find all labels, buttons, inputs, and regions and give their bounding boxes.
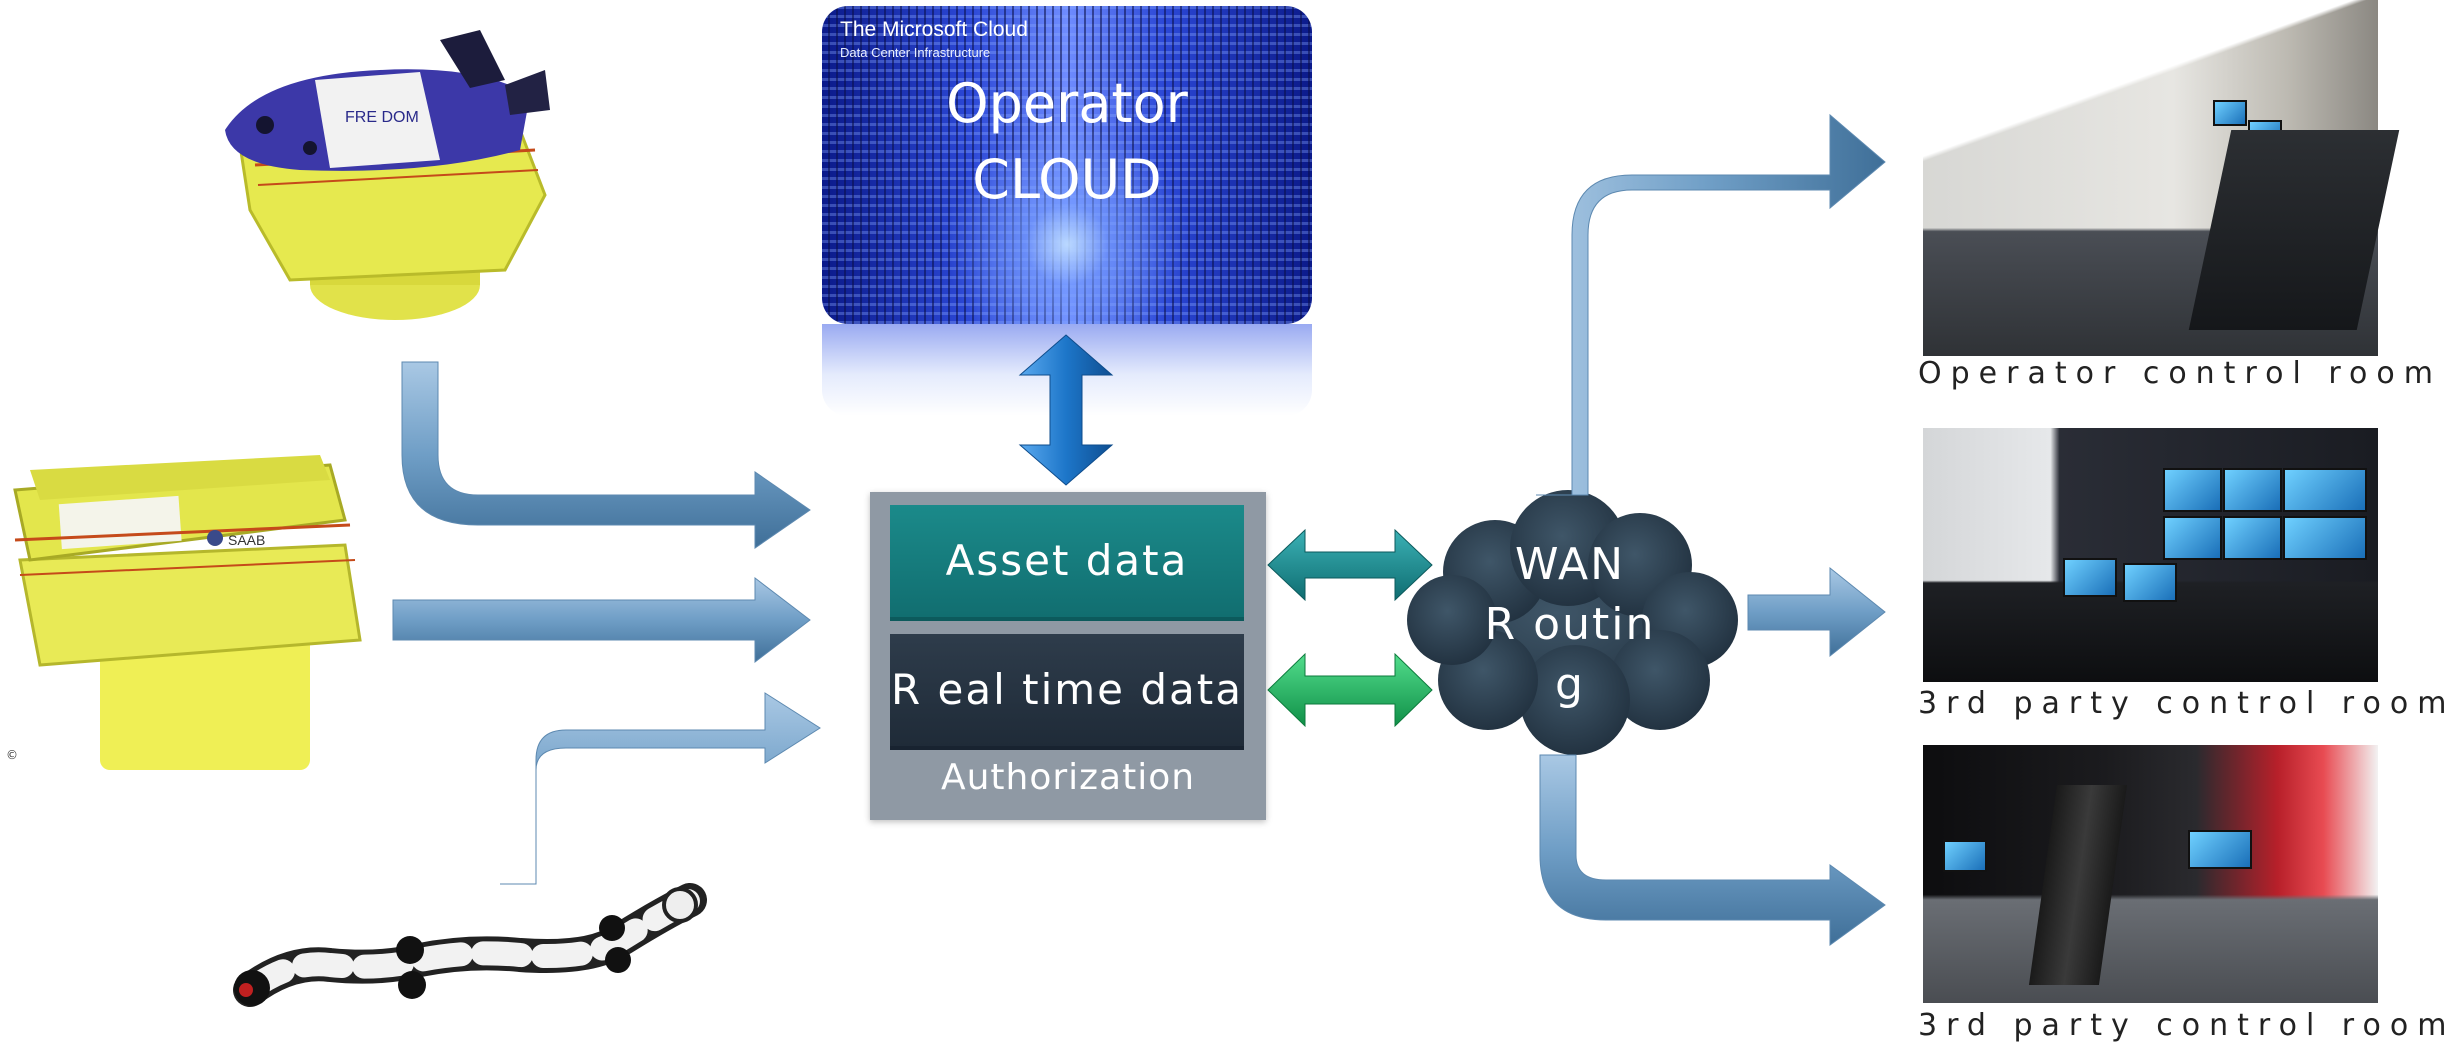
wan-label-line2: R outin	[1484, 599, 1656, 650]
inflow-arrow-top	[401, 361, 811, 549]
outflow-arrow-middle	[1747, 566, 1886, 658]
realtime-link-arrow	[1267, 652, 1433, 728]
inflow-arrow-bottom	[500, 692, 821, 885]
room2-video-wall-screen	[2223, 516, 2282, 560]
third-party-control-room-caption-2: 3rd party control room	[1918, 1008, 2455, 1043]
outflow-arrow-top	[1536, 113, 1886, 496]
room2-video-wall-screen	[2163, 468, 2222, 512]
room3-monitor	[1943, 840, 1987, 872]
room1-monitor	[2213, 100, 2247, 126]
third-party-control-room-caption-1: 3rd party control room	[1918, 686, 2455, 721]
realtime-data-box: R eal time data	[890, 634, 1244, 750]
room3-monitor	[2188, 830, 2252, 869]
asset-data-box: Asset data	[890, 505, 1244, 621]
third-party-control-room-photo-2	[1923, 745, 2378, 1003]
room2-desk-monitor	[2063, 558, 2117, 597]
wan-label-line3: g	[1555, 659, 1585, 710]
asset-link-arrow	[1267, 528, 1433, 602]
inflow-arrow-middle	[392, 576, 811, 664]
realtime-data-label: R eal time data	[891, 665, 1243, 714]
room2-video-wall-screen	[2283, 468, 2367, 512]
asset-data-label: Asset data	[945, 536, 1189, 585]
cloud-brand-title: The Microsoft Cloud	[840, 18, 1028, 41]
freedom-hull-text: FRE DOM	[345, 109, 419, 126]
authorization-label: Authorization	[940, 757, 1196, 798]
freedom-vehicle-image: FRE DOM	[225, 30, 550, 320]
cloud-link-arrow	[1018, 334, 1114, 486]
room3-pilot-chair	[2028, 785, 2128, 985]
wan-cloud-shape	[1407, 490, 1738, 755]
eelume-vehicle-image	[233, 883, 707, 1007]
sabertooth-vehicle-image: SAAB	[13, 455, 362, 770]
wan-routing-label: WAN R outin g	[1420, 535, 1720, 715]
room2-video-wall-screen	[2163, 516, 2222, 560]
room2-desk-monitor	[2123, 563, 2177, 602]
room2-video-wall-screen	[2283, 516, 2367, 560]
third-party-control-room-photo-1	[1923, 428, 2378, 682]
wan-label-line1: WAN	[1514, 539, 1626, 590]
operator-cloud-label-line2: CLOUD	[972, 148, 1162, 211]
saab-logo-text: SAAB	[228, 532, 265, 548]
operator-cloud-panel	[822, 6, 1312, 324]
operator-control-room-caption: Operator control room	[1918, 356, 2442, 391]
operator-cloud-label-line1: Operator	[946, 72, 1188, 135]
outflow-arrow-bottom	[1539, 754, 1886, 946]
stray-mark: ©	[6, 748, 18, 762]
cloud-brand-subtitle: Data Center Infrastructure	[840, 45, 991, 60]
room2-video-wall-screen	[2223, 468, 2282, 512]
